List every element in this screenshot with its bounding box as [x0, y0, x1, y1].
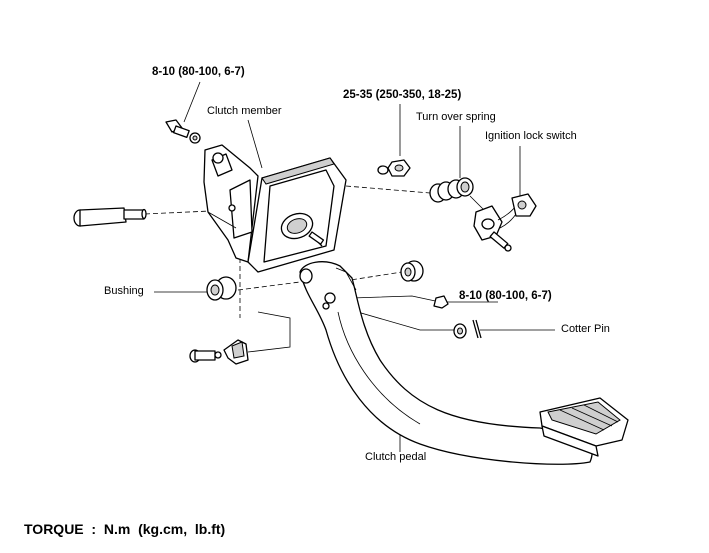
clevis-pin-small — [189, 349, 222, 363]
pedal-pad — [539, 397, 629, 457]
ignition-lock-switch-label: Ignition lock switch — [485, 130, 577, 142]
clevis-pin-long — [73, 207, 147, 227]
bushing-left — [206, 276, 237, 301]
cotter-pin-label: Cotter Pin — [561, 323, 610, 335]
mounting-plate — [247, 157, 347, 273]
torque-label-top-left: 8-10 (80-100, 6-7) — [152, 66, 245, 78]
nut-top — [377, 159, 411, 177]
clutch-member-label: Clutch member — [207, 105, 282, 117]
assembly-lines — [144, 165, 455, 353]
turn-over-spring-label: Turn over spring — [416, 111, 496, 123]
torque-label-right: 8-10 (80-100, 6-7) — [459, 290, 552, 302]
turn-over-spring — [429, 177, 487, 213]
torque-label-top-right: 25-35 (250-350, 18-25) — [343, 89, 462, 101]
bolt-top-left — [165, 119, 201, 144]
torque-units-legend: TORQUE : N.m (kg.cm, lb.ft) — [24, 521, 226, 537]
nut-right — [433, 295, 449, 309]
ignition-lock-switch — [473, 193, 537, 252]
cotter-pin — [472, 319, 482, 339]
washer — [453, 323, 467, 339]
retaining-clip — [223, 339, 249, 365]
bushing-right — [400, 260, 424, 282]
clutch-pedal-label: Clutch pedal — [365, 451, 427, 463]
clutch-member-bracket — [203, 144, 259, 263]
bushing-label: Bushing — [104, 285, 144, 297]
